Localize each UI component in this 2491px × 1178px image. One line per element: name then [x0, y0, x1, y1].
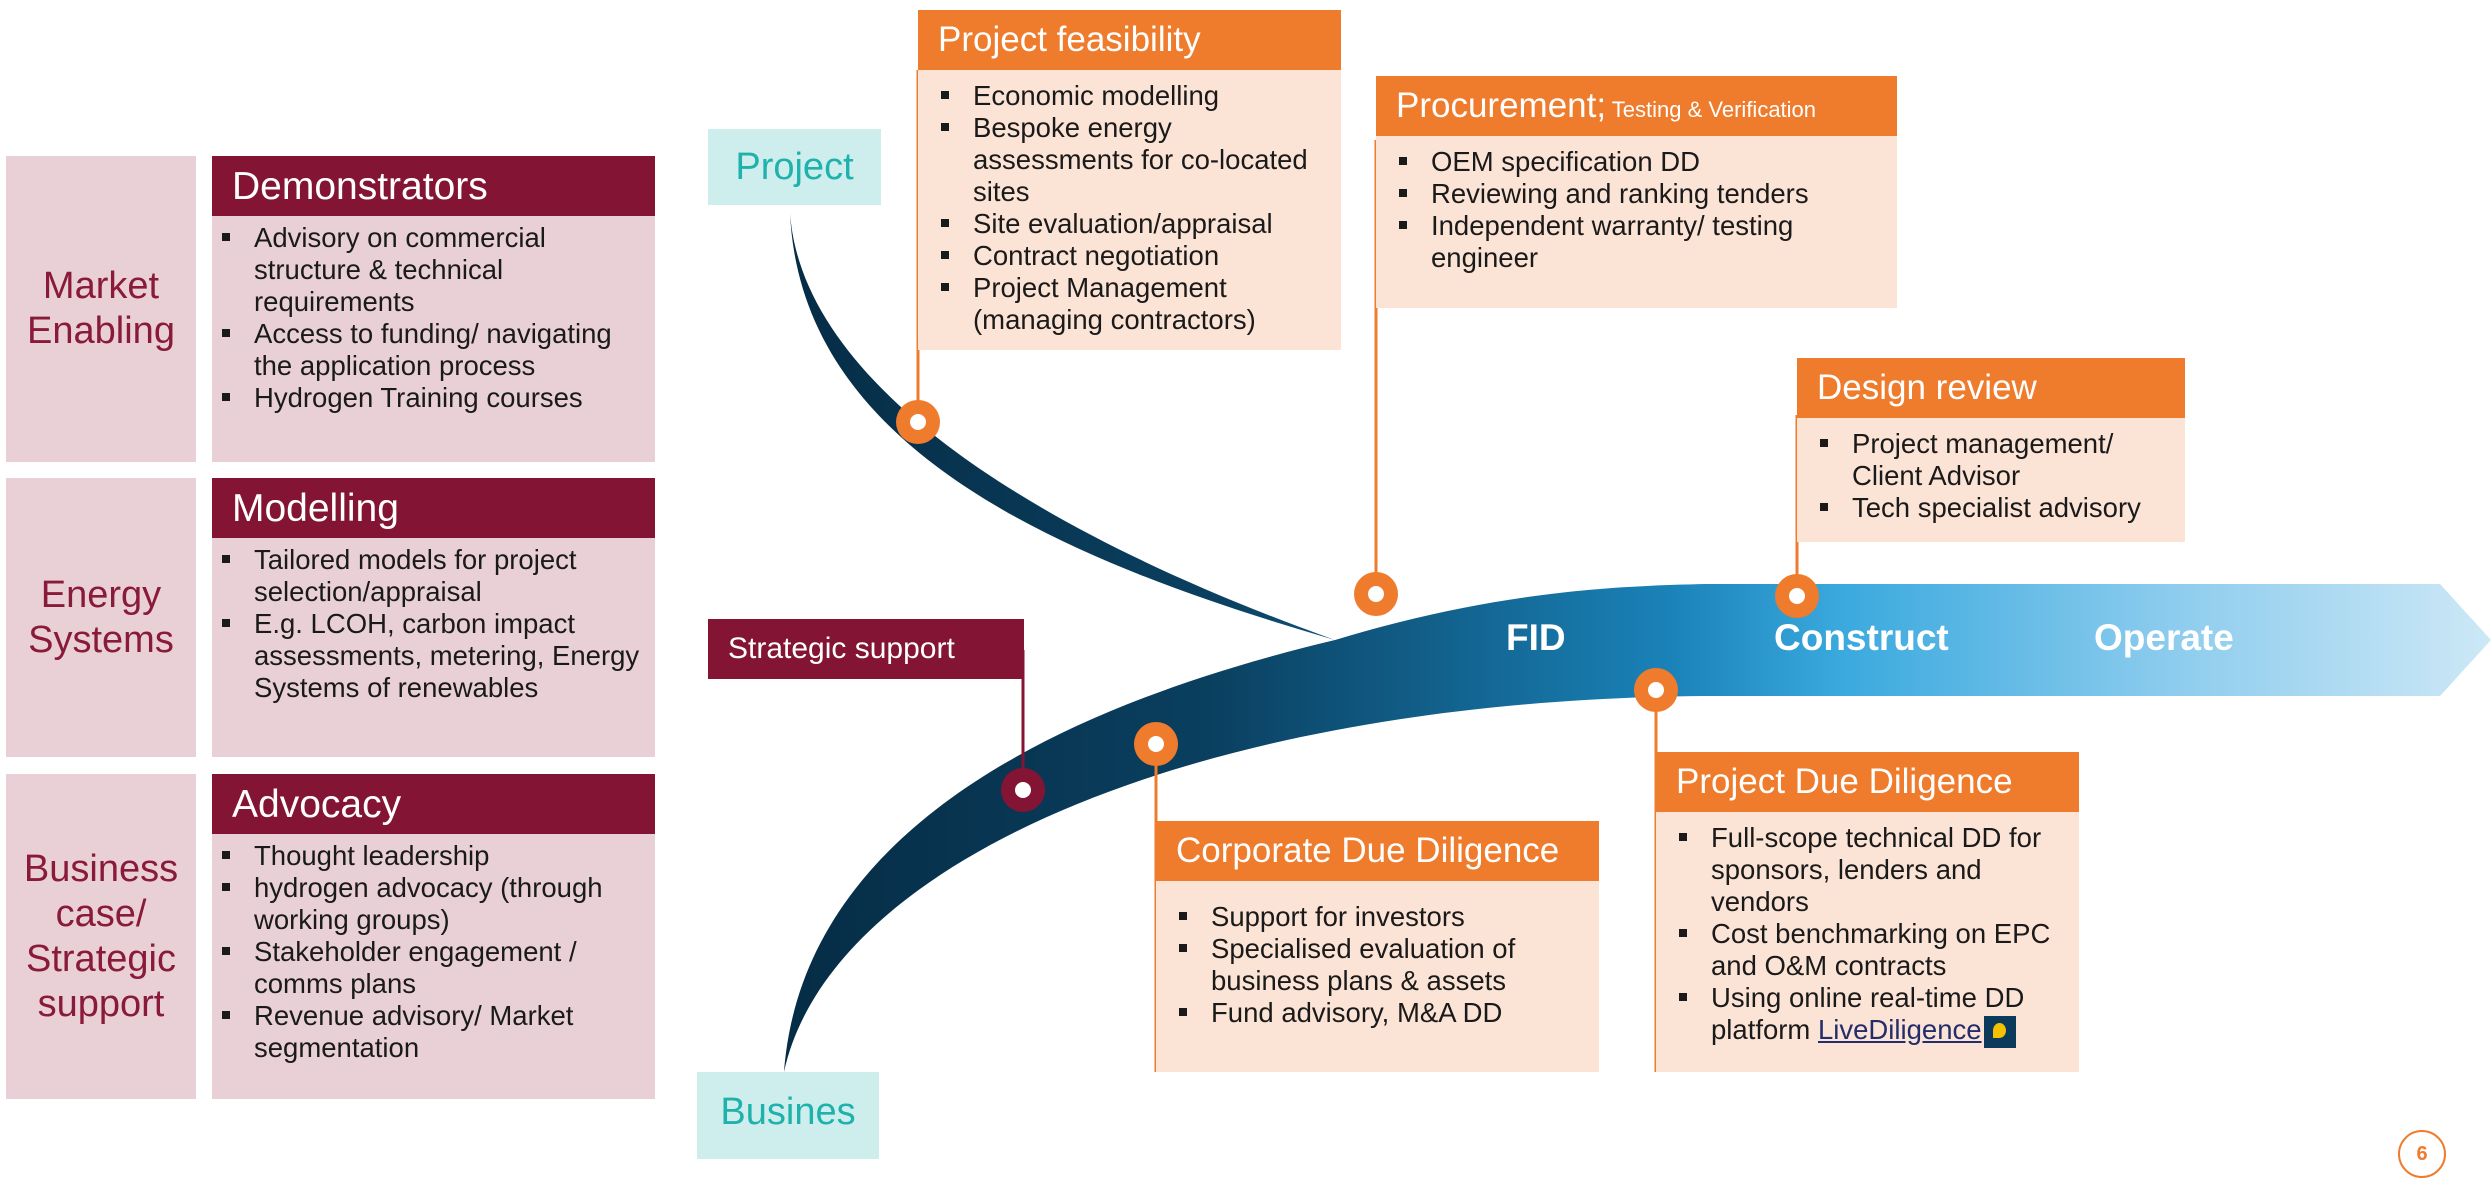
- box-list: Economic modelling Bespoke energy assess…: [918, 70, 1341, 336]
- box-title: Project feasibility: [918, 10, 1341, 70]
- panel-title: Advocacy: [212, 774, 655, 834]
- business-swoosh: [784, 640, 2491, 1072]
- list-item: Specialised evaluation of business plans…: [1179, 933, 1589, 997]
- livediligence-logo-icon: [1983, 1015, 2016, 1048]
- project-swoosh: [790, 212, 2491, 640]
- list-item: Fund advisory, M&A DD: [1179, 997, 1589, 1029]
- panel-list: Tailored models for project selection/ap…: [212, 538, 655, 704]
- list-item: Support for investors: [1179, 901, 1589, 933]
- category-energy-systems: Energy Systems: [6, 478, 196, 757]
- list-item: Full-scope technical DD for sponsors, le…: [1679, 822, 2069, 918]
- panel-title: Demonstrators: [212, 156, 655, 216]
- list-item: Cost benchmarking on EPC and O&M contrac…: [1679, 918, 2069, 982]
- list-item: hydrogen advocacy (through working group…: [222, 872, 645, 936]
- list-item: E.g. LCOH, carbon impact assessments, me…: [222, 608, 645, 704]
- panel-list: Advisory on commercial structure & techn…: [212, 216, 655, 414]
- label-business: Busines s: [697, 1072, 879, 1159]
- list-item: Contract negotiation: [941, 240, 1331, 272]
- box-title: Procurement; Testing & Verification: [1376, 76, 1897, 136]
- list-item: Project management/ Client Advisor: [1820, 428, 2175, 492]
- box-title-sub: Testing & Verification: [1606, 97, 1817, 122]
- box-corporate-dd: Corporate Due Diligence Support for inve…: [1156, 821, 1599, 1072]
- list-item: Independent warranty/ testing engineer: [1399, 210, 1887, 274]
- box-list: OEM specification DD Reviewing and ranki…: [1376, 136, 1897, 274]
- panel-modelling: Modelling Tailored models for project se…: [212, 478, 655, 757]
- box-title-main: Procurement;: [1396, 86, 1607, 125]
- box-project-feasibility: Project feasibility Economic modelling B…: [918, 10, 1341, 350]
- list-item: Access to funding/ navigating the applic…: [222, 318, 645, 382]
- box-project-dd: Project Due Diligence Full-scope technic…: [1656, 752, 2079, 1072]
- list-item: Reviewing and ranking tenders: [1399, 178, 1887, 210]
- box-list: Full-scope technical DD for sponsors, le…: [1656, 812, 2079, 1048]
- panel-list: Thought leadership hydrogen advocacy (th…: [212, 834, 655, 1064]
- list-item: Tech specialist advisory: [1820, 492, 2175, 524]
- box-design-review: Design review Project management/ Client…: [1797, 358, 2185, 542]
- panel-title: Modelling: [212, 478, 655, 538]
- list-item: Hydrogen Training courses: [222, 382, 645, 414]
- list-item: Revenue advisory/ Market segmentation: [222, 1000, 645, 1064]
- livediligence-link[interactable]: LiveDiligence: [1817, 1014, 1982, 1045]
- box-title: Corporate Due Diligence: [1156, 821, 1599, 881]
- box-title: Design review: [1797, 358, 2185, 418]
- label-project: Project: [708, 129, 881, 205]
- category-market-enabling: Market Enabling: [6, 156, 196, 462]
- category-business-case: Business case/ Strategic support: [6, 774, 196, 1099]
- stage-fid: FID: [1506, 617, 1566, 658]
- list-item: Stakeholder engagement / comms plans: [222, 936, 645, 1000]
- list-item: Thought leadership: [222, 840, 645, 872]
- list-item: Using online real-time DD platform LiveD…: [1679, 982, 2069, 1048]
- label-strategic-support: Strategic support: [708, 619, 1024, 679]
- panel-demonstrators: Demonstrators Advisory on commercial str…: [212, 156, 655, 462]
- box-title: Project Due Diligence: [1656, 752, 2079, 812]
- list-item: Tailored models for project selection/ap…: [222, 544, 645, 608]
- list-item: Advisory on commercial structure & techn…: [222, 222, 645, 318]
- box-list: Project management/ Client Advisor Tech …: [1797, 418, 2185, 524]
- panel-advocacy: Advocacy Thought leadership hydrogen adv…: [212, 774, 655, 1099]
- list-item-text: Using online real-time DD platform: [1711, 982, 2025, 1045]
- box-procurement: Procurement; Testing & Verification OEM …: [1376, 76, 1897, 308]
- page-number: 6: [2398, 1130, 2446, 1178]
- list-item: Bespoke energy assessments for co-locate…: [941, 112, 1331, 208]
- list-item: Project Management (managing contractors…: [941, 272, 1331, 336]
- stage-construct: Construct: [1774, 617, 1949, 658]
- box-list: Support for investors Specialised evalua…: [1156, 881, 1599, 1029]
- list-item: OEM specification DD: [1399, 146, 1887, 178]
- stage-operate: Operate: [2094, 617, 2234, 658]
- list-item: Economic modelling: [941, 80, 1331, 112]
- list-item: Site evaluation/appraisal: [941, 208, 1331, 240]
